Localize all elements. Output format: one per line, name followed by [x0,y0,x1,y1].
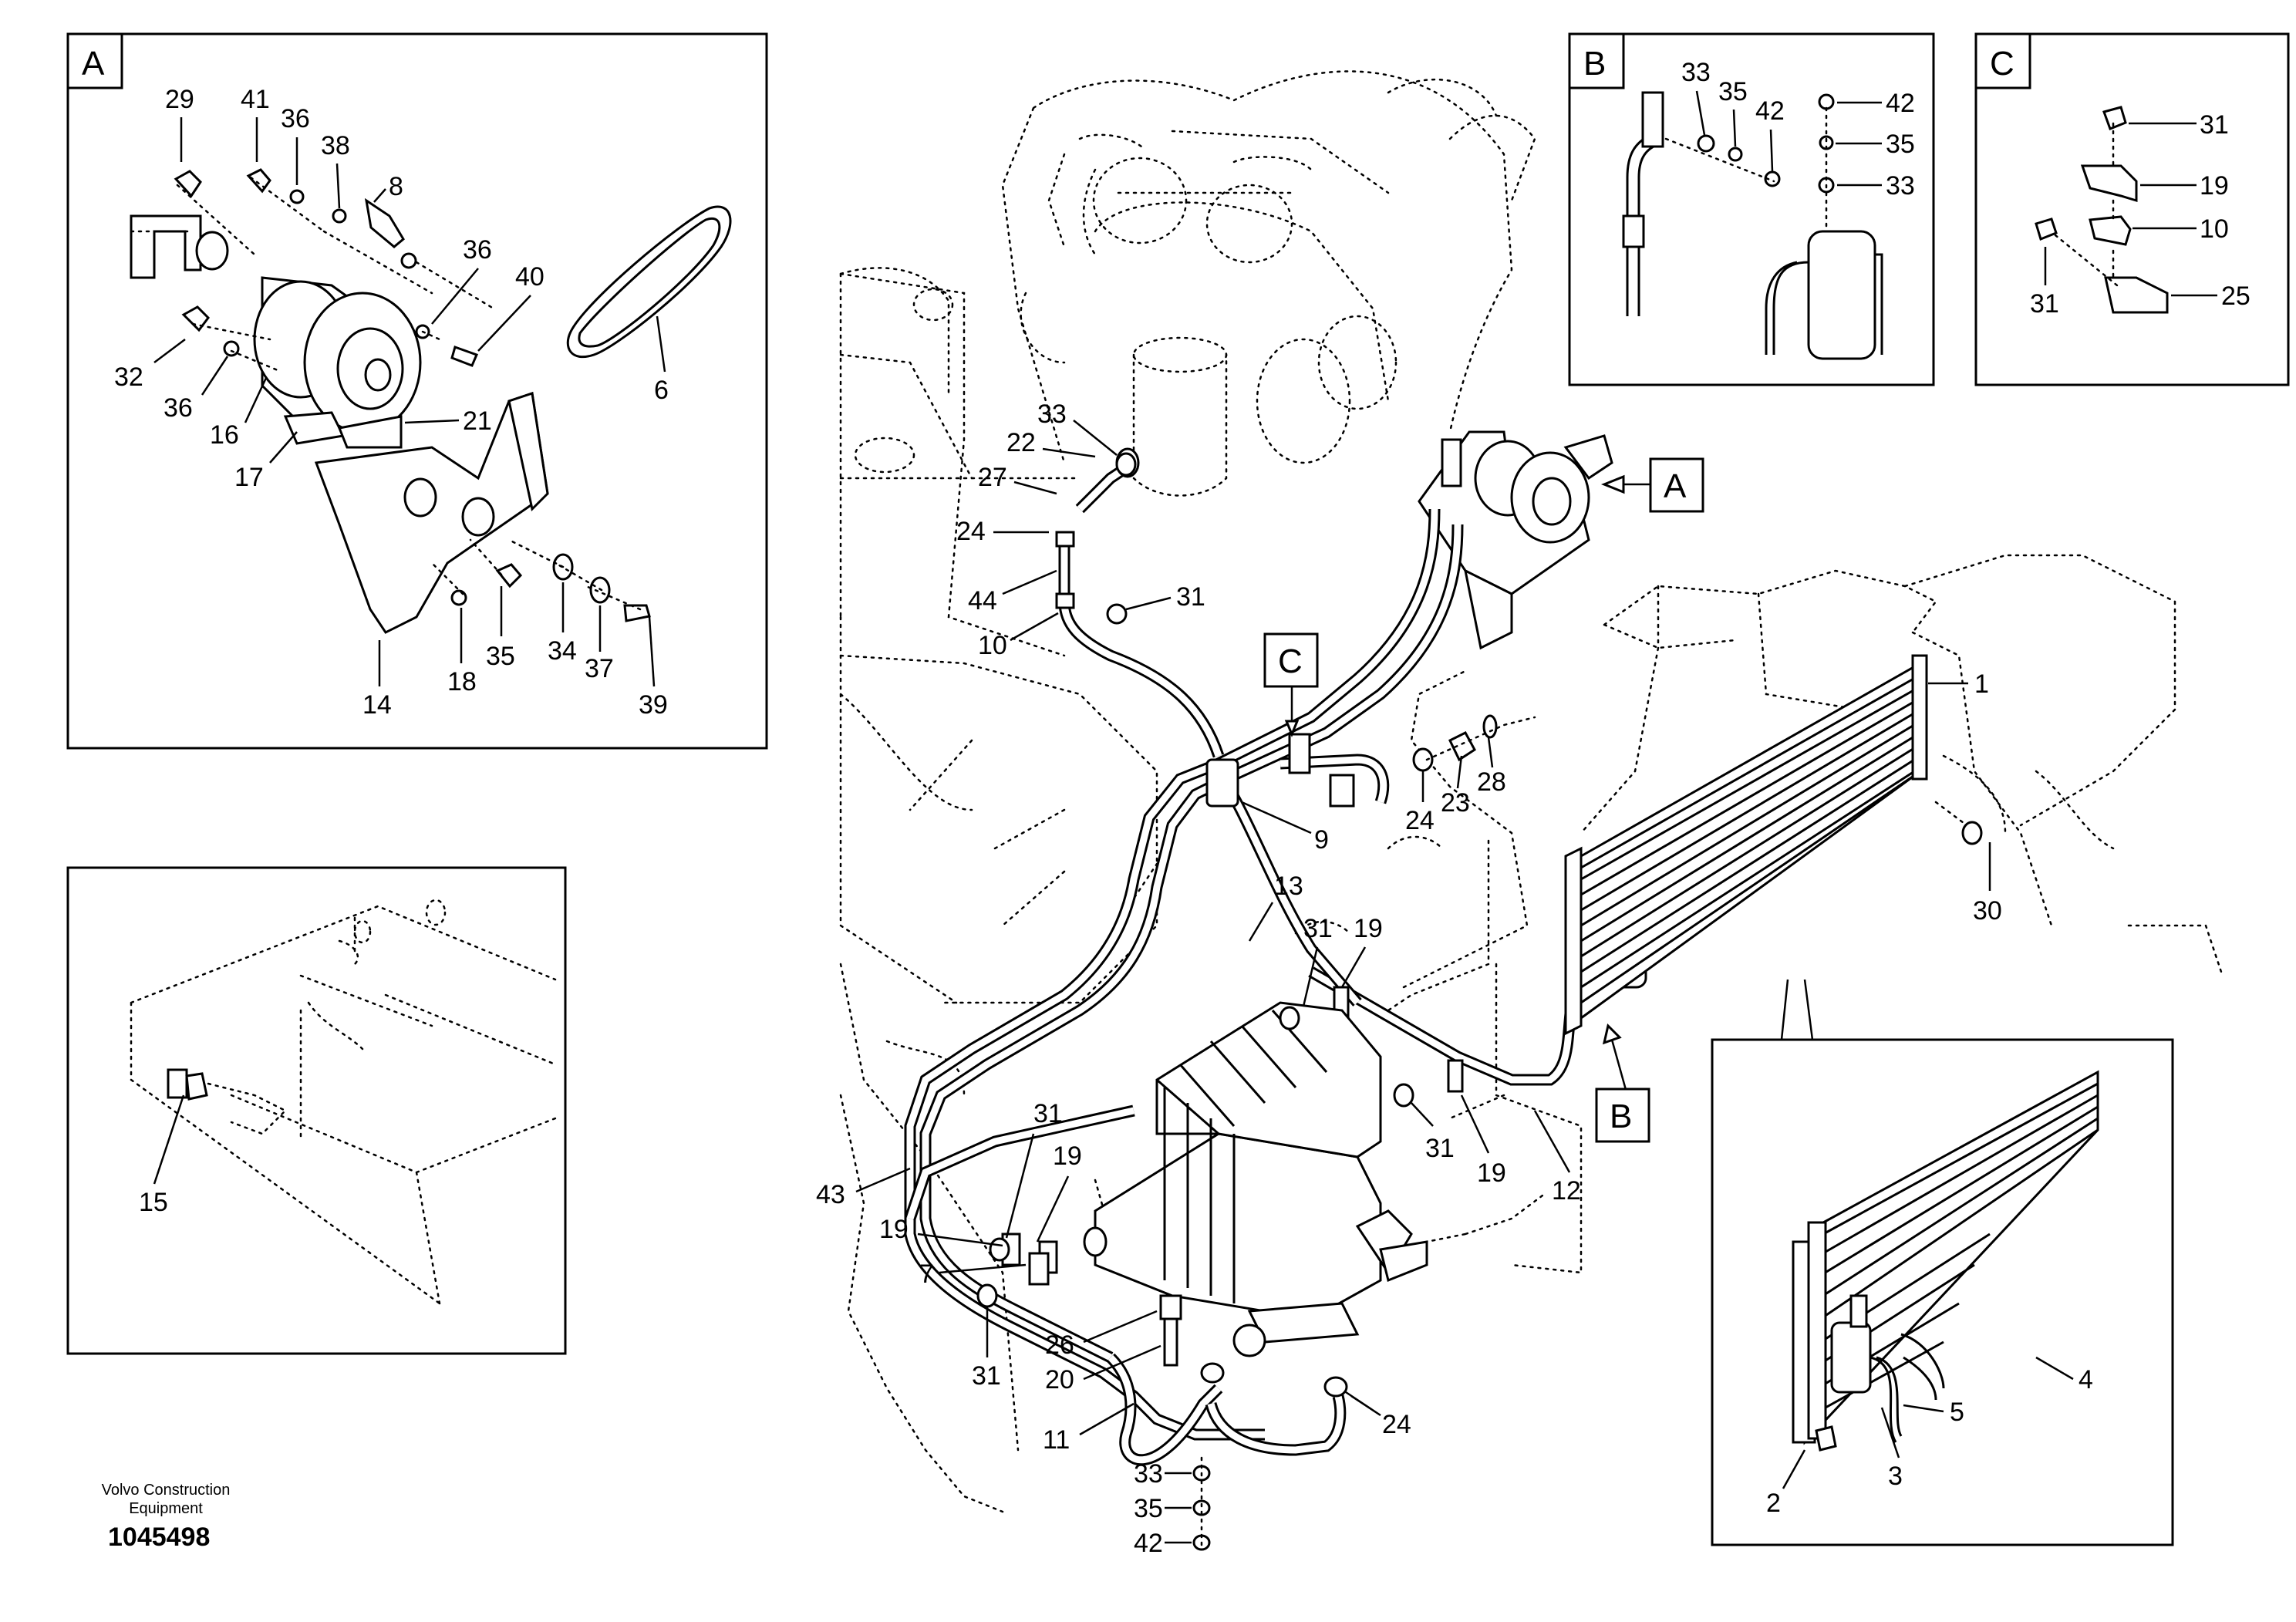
callout-a: A [1664,467,1687,505]
part-label: 32 [114,363,143,392]
condenser-detail-panel: 4 5 3 2 [1711,979,2174,1546]
main-callouts: A B C [1263,457,1704,1143]
part-label: 24 [956,517,986,546]
part-label: 26 [1045,1330,1074,1360]
detail-a-labels: 29 41 36 38 8 36 40 6 32 36 16 17 21 [114,85,669,720]
part-label: 14 [362,690,392,720]
part-label: 31 [1176,582,1205,612]
main-evaporator-unit [1083,1001,1428,1357]
part-label: 22 [1006,428,1036,457]
part-label: 5 [1950,1398,1964,1427]
part-label: 19 [1354,914,1383,943]
part-label: 2 [1766,1489,1781,1518]
detail-c-letter: C [1990,45,2014,83]
part-label: 6 [654,376,669,405]
footer: Volvo Construction Equipment 1045498 [46,1481,285,1553]
part-label: 23 [1441,788,1470,818]
part-label: 35 [1718,77,1748,106]
part-label: 19 [1477,1158,1506,1188]
part-label: 25 [2221,282,2250,311]
part-label: 11 [1043,1425,1070,1455]
part-label: 31 [2030,289,2059,319]
main-view-labels: 33 22 27 24 44 31 10 9 24 23 28 1 30 [816,400,2002,1558]
part-label: 19 [1053,1141,1082,1171]
main-assembly-view: A B C 33 22 27 24 44 31 10 9 [816,70,2223,1558]
part-label: 31 [1303,914,1333,943]
part-label: 31 [1425,1134,1455,1163]
part-label: 20 [1045,1365,1074,1394]
part-label: 24 [1382,1410,1411,1439]
maker-line2: Equipment [129,1500,203,1517]
part-label: 10 [2200,214,2229,244]
part-label: 39 [639,690,668,720]
part-label: 36 [463,235,492,265]
sensor-detail-panel: 15 [66,866,567,1355]
part-label: 19 [2200,171,2229,201]
callout-c: C [1278,642,1303,680]
part-label: 1 [1974,669,1989,699]
part-label: 38 [321,131,350,160]
part-label: 7 [919,1259,934,1289]
part-label: 19 [879,1215,909,1244]
part-label: 16 [210,420,239,450]
part-label: 31 [2200,110,2229,140]
detail-c-panel: C 31 19 10 31 25 [1974,32,2290,386]
part-label: 3 [1888,1462,1903,1491]
part-label: 33 [1134,1459,1163,1489]
part-label: 13 [1274,872,1303,901]
main-fittings [976,452,1983,1552]
maker-line1: Volvo Construction [101,1482,231,1499]
part-label: 31 [1033,1099,1063,1128]
part-label: 10 [978,631,1007,660]
part-label: 43 [816,1180,845,1209]
background-frame [839,70,2223,1513]
main-condenser [1564,654,1928,1036]
part-label: 35 [486,642,515,671]
part-label: 8 [389,172,403,201]
part-label: 27 [978,463,1007,492]
part-label: 33 [1037,400,1067,429]
part-label: 36 [281,104,310,133]
part-label: 40 [515,262,544,292]
part-label: 31 [972,1361,1001,1391]
detail-b-panel: B 33 35 42 42 35 33 [1568,32,1935,386]
part-label: 42 [1886,89,1915,118]
compressor-drawing [130,168,732,634]
detail-a-panel: A [66,32,768,750]
part-label: 44 [968,586,997,615]
part-label: 9 [1314,825,1329,855]
part-label: 33 [1886,171,1915,201]
part-label: 35 [1886,130,1915,159]
part-label: 29 [165,85,194,114]
part-label: 24 [1405,806,1435,835]
part-label: 30 [1973,896,2002,926]
callout-b: B [1610,1098,1632,1135]
part-label: 37 [585,654,614,683]
part-label: 15 [139,1188,168,1217]
part-label: 28 [1477,767,1506,797]
part-label: 4 [2079,1365,2093,1394]
part-label: 17 [234,463,264,492]
drawing-number: 1045498 [108,1523,211,1552]
part-label: 42 [1755,96,1785,126]
detail-a-letter: A [82,45,105,83]
part-label: 42 [1134,1529,1163,1558]
part-label: 18 [447,667,477,696]
detail-b-letter: B [1583,45,1606,83]
main-compressor [1418,430,1613,650]
part-label: 34 [548,636,577,666]
part-label: 12 [1552,1176,1581,1206]
part-label: 41 [241,85,270,114]
part-label: 33 [1681,58,1711,87]
part-label: 21 [463,406,492,436]
part-label: 35 [1134,1494,1163,1523]
part-label: 36 [164,393,193,423]
